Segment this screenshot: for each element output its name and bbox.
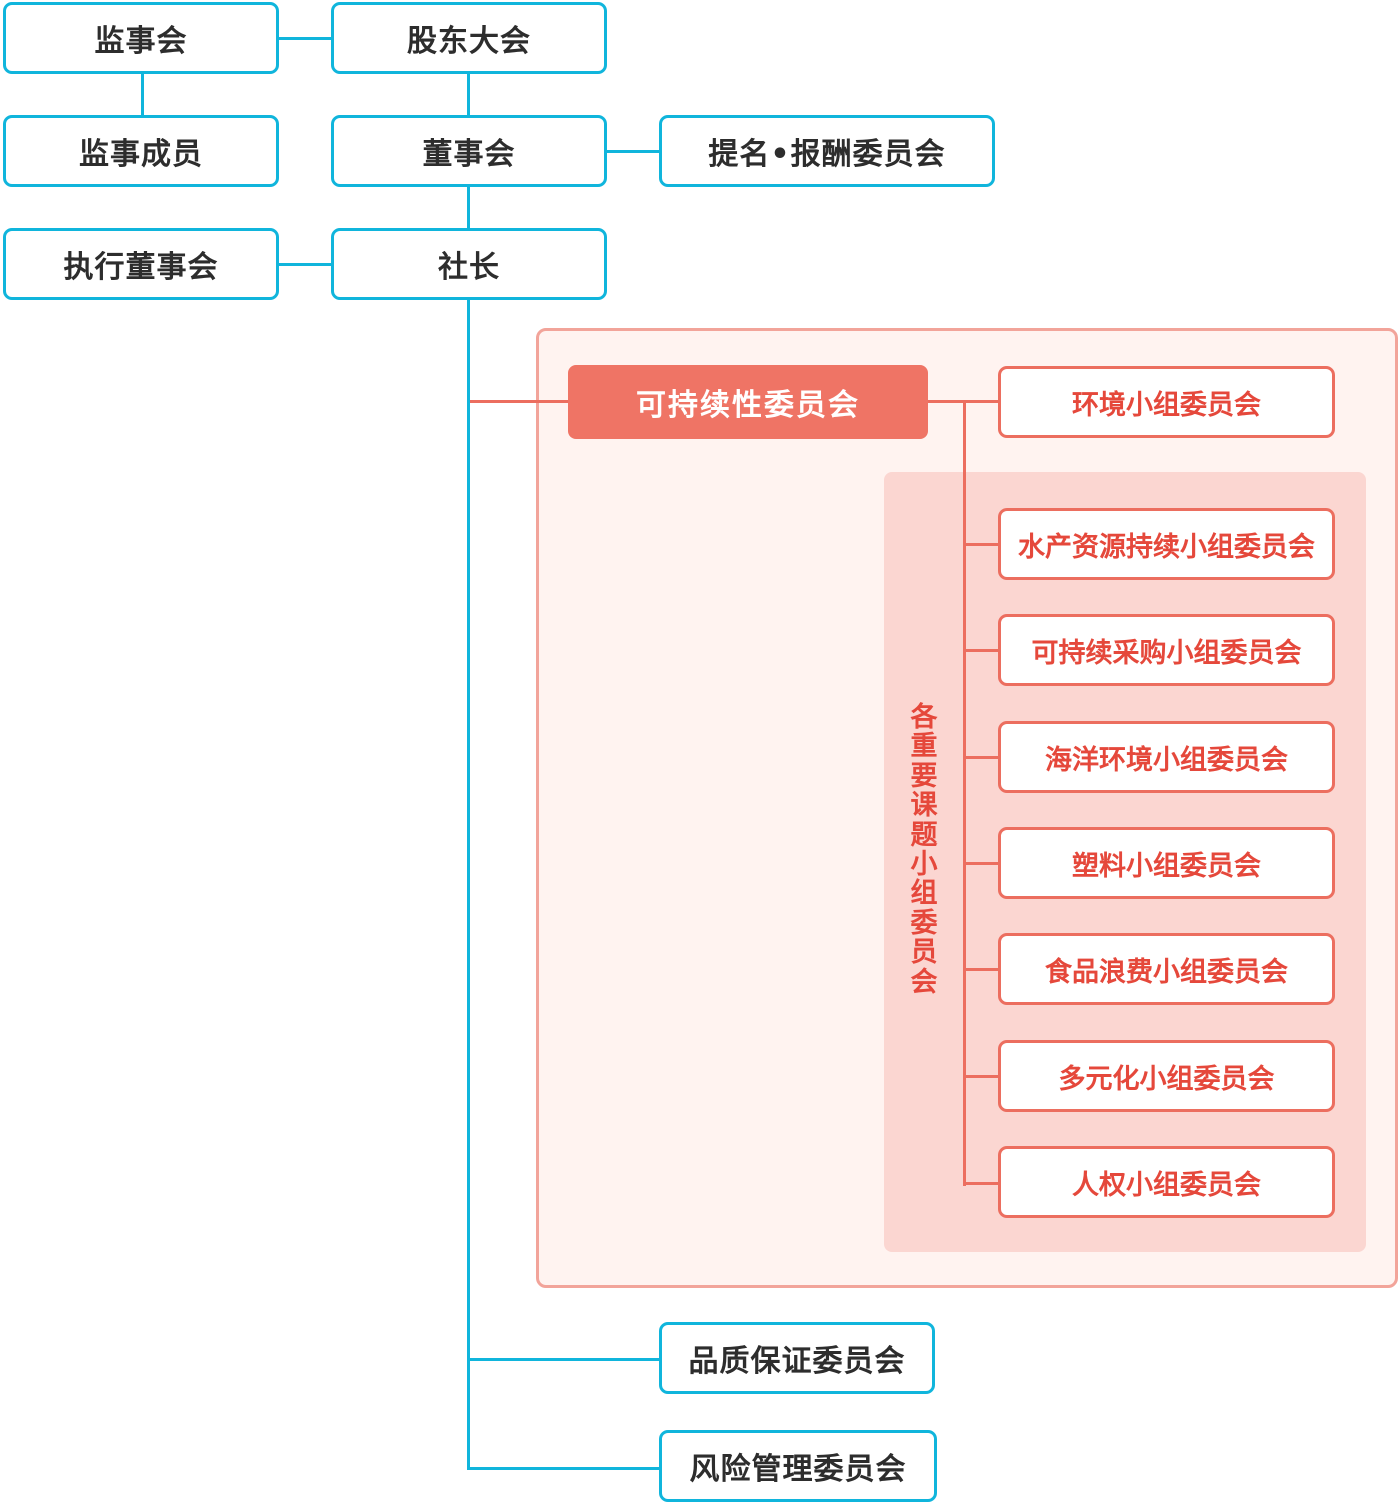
environment-committee-box[interactable]: 环境小组委员会 <box>998 366 1335 438</box>
president-box[interactable]: 社长 <box>331 228 607 300</box>
subcommittee-fisheries-box[interactable]: 水产资源持续小组委员会 <box>998 508 1335 580</box>
connector-sub-7 <box>963 1182 998 1185</box>
connector-supervisory-members <box>141 74 144 115</box>
subcommittee-diversity-box[interactable]: 多元化小组委员会 <box>998 1040 1335 1112</box>
connector-sub-3 <box>963 756 998 759</box>
connector-trunk-sustainability <box>470 400 568 403</box>
connector-sub-1 <box>963 543 998 546</box>
connector-sub-6 <box>963 1075 998 1078</box>
connector-sub-4 <box>963 862 998 865</box>
subcommittee-procurement-box[interactable]: 可持续采购小组委员会 <box>998 614 1335 686</box>
shareholders-meeting-box[interactable]: 股东大会 <box>331 2 607 74</box>
connector-trunk-risk <box>467 1467 659 1470</box>
subcommittee-human-rights-box[interactable]: 人权小组委员会 <box>998 1146 1335 1218</box>
connector-shareholders-board <box>467 74 470 115</box>
executive-board-box[interactable]: 执行董事会 <box>3 228 279 300</box>
risk-management-committee-box[interactable]: 风险管理委员会 <box>659 1430 937 1502</box>
supervisory-board-box[interactable]: 监事会 <box>3 2 279 74</box>
connector-supervisory-shareholders <box>279 37 331 40</box>
subcommittee-plastics-box[interactable]: 塑料小组委员会 <box>998 827 1335 899</box>
connector-sub-trunk <box>963 400 966 1186</box>
connector-board-nomination <box>607 150 659 153</box>
connector-board-president <box>467 187 470 228</box>
supervisory-members-box[interactable]: 监事成员 <box>3 115 279 187</box>
subcommittee-marine-box[interactable]: 海洋环境小组委员会 <box>998 721 1335 793</box>
quality-assurance-committee-box[interactable]: 品质保证委员会 <box>659 1322 935 1394</box>
connector-president-trunk <box>467 300 470 1470</box>
subcommittee-food-waste-box[interactable]: 食品浪费小组委员会 <box>998 933 1335 1005</box>
connector-sub-5 <box>963 968 998 971</box>
sustainability-committee-box[interactable]: 可持续性委员会 <box>568 365 928 439</box>
connector-executive-president <box>279 263 331 266</box>
board-of-directors-box[interactable]: 董事会 <box>331 115 607 187</box>
topic-group-label: 各重要课题小组委员会 <box>910 702 938 998</box>
connector-trunk-quality <box>467 1358 659 1361</box>
nomination-committee-box[interactable]: 提名•报酬委员会 <box>659 115 995 187</box>
connector-sub-2 <box>963 649 998 652</box>
